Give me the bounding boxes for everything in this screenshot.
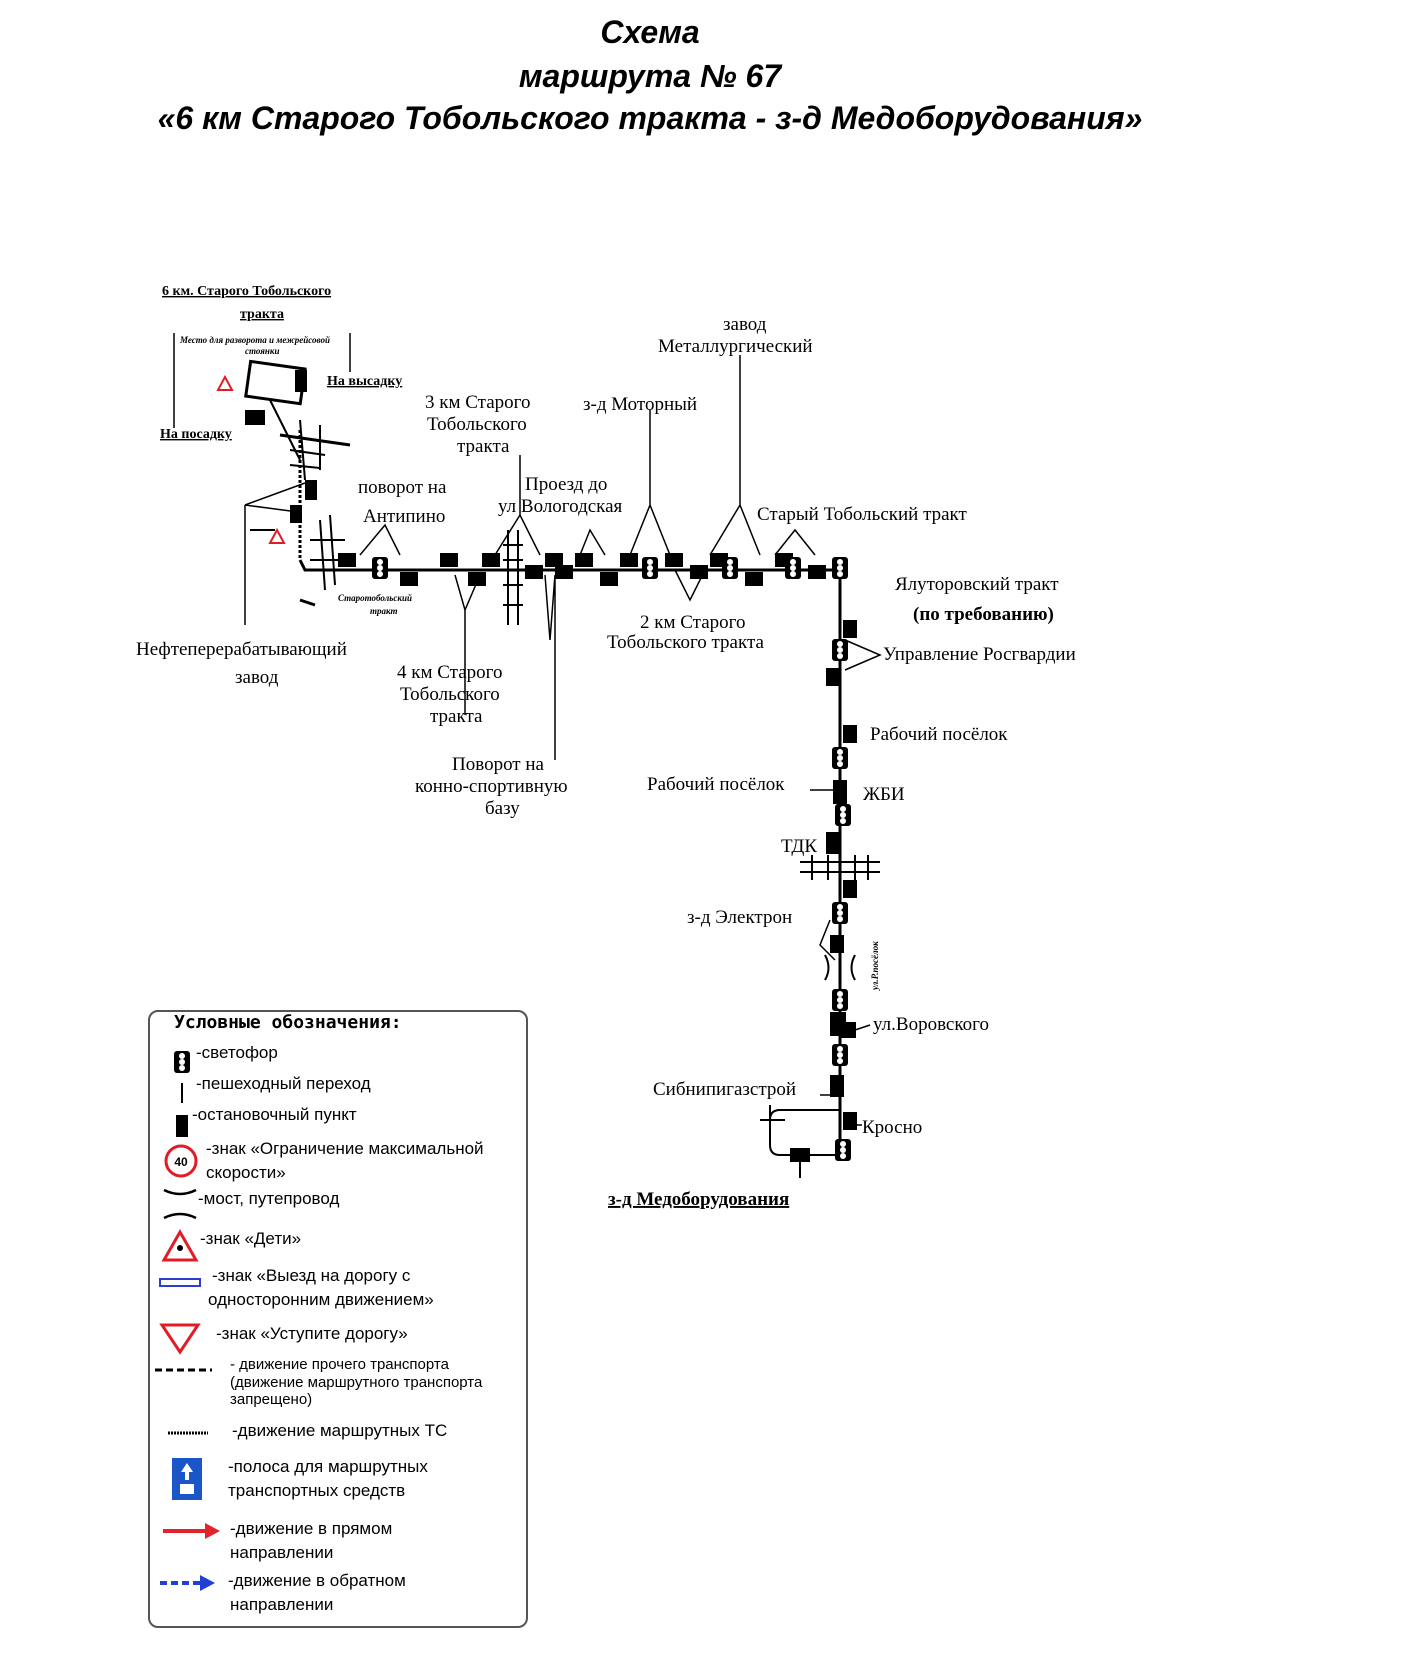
stop-icon	[176, 1115, 188, 1137]
svg-text:40: 40	[174, 1155, 188, 1169]
legend-one-way-2: односторонним движением»	[208, 1290, 434, 1309]
legend-reverse-2: направлении	[230, 1595, 334, 1614]
street-small-label: Старотобольский	[338, 593, 412, 603]
one-way-sign-icon	[159, 1278, 201, 1287]
stop-3km-label-3: тракта	[457, 436, 510, 457]
legend-forward-2: направлении	[230, 1543, 334, 1562]
stop-3km-label: 3 км Старого	[425, 392, 530, 413]
legend-yield: -знак «Уступите дорогу»	[216, 1324, 408, 1343]
legend-box	[148, 1010, 528, 1628]
legend-route-vehicles: -движение маршрутных ТС	[232, 1421, 448, 1440]
rosgvardia-label: Управление Росгвардии	[883, 644, 1076, 665]
turn-place-note-2: стоянки	[245, 346, 279, 356]
children-sign-icon	[216, 374, 234, 391]
refinery-label: Нефтеперерабатывающий	[136, 639, 347, 660]
electron-label: з-д Электрон	[687, 907, 792, 928]
workers-village-right-label: Рабочий посёлок	[870, 724, 1008, 745]
proezd-label-2: ул Вологодская	[498, 496, 623, 517]
krosno-label: Кросно	[862, 1117, 922, 1138]
stop-3km-label-2: Тобольского	[427, 414, 527, 435]
stop-4km-label-2: Тобольского	[400, 684, 500, 705]
title-line-3: «6 км Старого Тобольского тракта - з-д М…	[157, 100, 1143, 136]
stop-metal-label: завод	[723, 314, 767, 335]
title-line-2: маршрута № 67	[518, 58, 782, 94]
legend-title: Условные обозначения:	[174, 1012, 402, 1033]
children-legend-icon	[161, 1228, 199, 1262]
turn-horse-label-3: базу	[485, 798, 520, 819]
legend-traffic-light: -светофор	[196, 1043, 278, 1062]
rail-crossing	[503, 530, 523, 625]
stop-metal-label-2: Металлургический	[658, 336, 813, 357]
on-demand-label: (по требованию)	[913, 604, 1054, 625]
stop-4km-label-3: тракта	[430, 706, 483, 727]
pointer-lines	[359, 355, 882, 1126]
legend-crosswalk: -пешеходный переход	[196, 1074, 371, 1093]
legend-speed-limit-1: -знак «Ограничение максимальной	[206, 1139, 484, 1158]
stop-2km-label: 2 км Старого	[640, 612, 745, 633]
street-small-label-2: тракт	[370, 606, 397, 616]
stop-4km-label: 4 км Старого	[397, 662, 502, 683]
title-line-1: Схема	[600, 14, 700, 50]
legend-bridge: -мост, путепровод	[198, 1189, 340, 1208]
old-tobolsk-label: Старый Тобольский тракт	[757, 504, 968, 525]
legend-bus-lane-2: транспортных средств	[228, 1481, 406, 1500]
proezd-label: Проезд до	[525, 474, 607, 495]
legend-other-traffic-3: запрещено)	[230, 1391, 313, 1408]
turn-antipino-label-2: Антипино	[363, 506, 445, 527]
legend-children: -знак «Дети»	[200, 1229, 302, 1248]
sibnipi-label: Сибнипигазстрой	[653, 1079, 796, 1100]
tdk-label: ТДК	[781, 836, 817, 857]
zhbi-label: ЖБИ	[863, 784, 905, 805]
legend-forward-1: -движение в прямом	[230, 1519, 393, 1538]
legend-bus-lane-1: -полоса для маршрутных	[228, 1457, 428, 1476]
drop-off-label: На высадку	[327, 374, 402, 389]
reverse-arrow-icon	[160, 1575, 215, 1591]
yalutorovsk-label: Ялуторовский тракт	[895, 574, 1059, 595]
legend-speed-limit-2: скорости»	[206, 1163, 286, 1182]
turn-horse-label: Поворот на	[452, 754, 545, 775]
stop-2km-label-2: Тобольского тракта	[607, 632, 764, 653]
terminal-start-area	[173, 333, 351, 625]
yield-sign-icon	[159, 1323, 201, 1355]
children-sign-icon	[268, 527, 286, 544]
legend-reverse-1: -движение в обратном	[228, 1571, 406, 1590]
bridge-legend-icon	[163, 1188, 197, 1220]
horizontal-stops	[338, 553, 826, 586]
refinery-label-2: завод	[235, 667, 279, 688]
terminal-start-label: 6 км. Старого Тобольского	[162, 284, 331, 299]
turn-horse-label-2: конно-спортивную	[415, 776, 568, 797]
street-vertical-label: ул.Р.посёлок	[870, 941, 880, 991]
legend-other-traffic-2: (движение маршрутного транспорта	[230, 1374, 483, 1391]
bridge-icon	[824, 954, 856, 981]
legend-one-way-1: -знак «Выезд на дорогу с	[212, 1266, 411, 1285]
turn-antipino-label: поворот на	[358, 477, 447, 498]
workers-village-left-label: Рабочий посёлок	[647, 774, 785, 795]
vertical-stops	[790, 620, 857, 1162]
legend-stop: -остановочный пункт	[192, 1105, 357, 1124]
traffic-light-icon	[174, 1051, 190, 1073]
tdk-crossing	[800, 855, 880, 880]
turn-place-note: Место для разворота и межрейсовой	[179, 335, 330, 345]
speed-limit-icon: 40	[164, 1144, 198, 1178]
forward-arrow-icon	[163, 1523, 220, 1539]
terminal-end-label: з-д Медоборудования	[608, 1189, 789, 1210]
legend-other-traffic-1: - движение прочего транспорта	[230, 1356, 449, 1373]
vorovskogo-label: ул.Воровского	[873, 1014, 989, 1035]
bus-lane-icon	[172, 1458, 202, 1500]
stop-motor-label: з-д Моторный	[583, 394, 697, 415]
boarding-label: На посадку	[160, 427, 232, 442]
map-labels: 6 км. Старого Тобольского тракта Место д…	[136, 284, 1076, 1210]
terminal-start-label-2: тракта	[240, 307, 284, 322]
